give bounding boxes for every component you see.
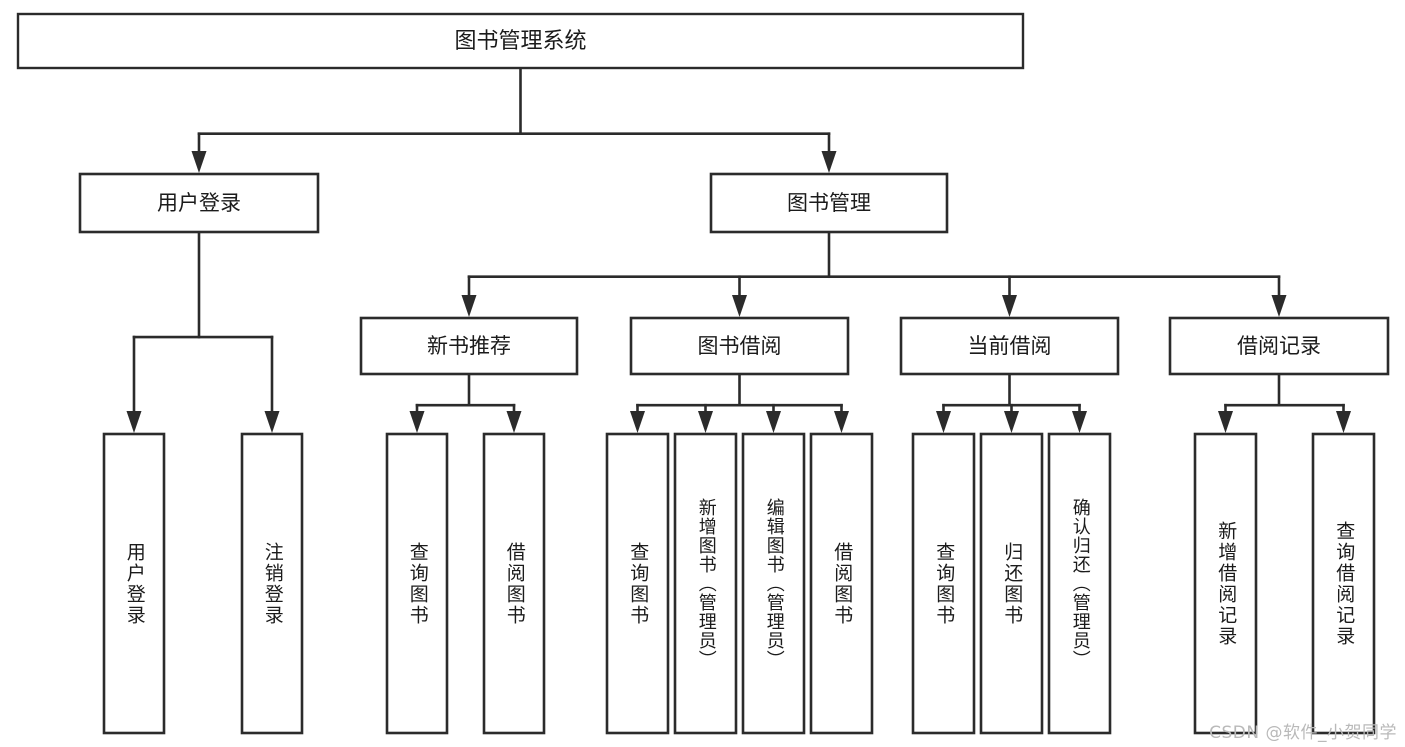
node-box-leaf-query-book-2[interactable] — [605, 432, 670, 735]
node-label-current-borrow: 当前借阅 — [968, 334, 1052, 358]
arrowhead — [834, 411, 849, 433]
node-book-borrow: 图书借阅 — [629, 316, 850, 376]
arrowhead — [821, 151, 837, 173]
node-leaf-user-login — [102, 432, 166, 735]
node-box-root[interactable] — [16, 12, 1025, 70]
node-leaf-query-book-3 — [911, 432, 976, 735]
node-leaf-add-record — [1193, 432, 1258, 735]
node-box-leaf-edit-book[interactable] — [741, 432, 806, 735]
node-leaf-return-book — [979, 432, 1044, 735]
connector-group-root — [191, 66, 837, 173]
node-label-book-borrow: 图书借阅 — [698, 334, 782, 358]
node-current-borrow: 当前借阅 — [899, 316, 1120, 376]
node-user-login: 用户登录 — [78, 172, 320, 234]
node-borrow-record: 借阅记录 — [1168, 316, 1390, 376]
node-leaf-borrow-book-1 — [482, 432, 546, 735]
node-label-user-login: 用户登录 — [157, 191, 241, 215]
arrowhead — [1072, 411, 1087, 433]
node-box-leaf-query-book-3[interactable] — [911, 432, 976, 735]
arrowhead — [461, 295, 477, 317]
arrowhead — [630, 411, 645, 433]
node-leaf-query-book-1 — [385, 432, 449, 735]
arrowhead — [732, 295, 747, 317]
node-box-leaf-borrow-book-2[interactable] — [809, 432, 874, 735]
node-book-manage: 图书管理 — [709, 172, 949, 234]
node-box-leaf-return-book[interactable] — [979, 432, 1044, 735]
connector-group-book-manage — [461, 230, 1287, 317]
arrowhead — [1336, 411, 1351, 433]
node-leaf-add-book — [673, 432, 738, 735]
node-box-new-book-rec[interactable] — [359, 316, 579, 376]
node-leaf-query-record — [1311, 432, 1376, 735]
node-label-book-manage: 图书管理 — [787, 191, 871, 215]
node-box-book-borrow[interactable] — [629, 316, 850, 376]
node-box-leaf-user-login[interactable] — [102, 432, 166, 735]
node-label-root: 图书管理系统 — [454, 29, 586, 54]
connector-layer — [126, 66, 1351, 433]
watermark: CSDN @软件_小贺同学 — [1209, 723, 1397, 743]
connector-group-book-borrow — [630, 372, 849, 433]
node-leaf-edit-book — [741, 432, 806, 735]
arrowhead — [1271, 295, 1287, 317]
arrowhead — [409, 411, 425, 433]
node-leaf-query-book-2 — [605, 432, 670, 735]
node-box-borrow-record[interactable] — [1168, 316, 1390, 376]
node-box-leaf-confirm-return[interactable] — [1047, 432, 1112, 735]
node-box-leaf-logout[interactable] — [240, 432, 304, 735]
node-root: 图书管理系统 — [16, 12, 1025, 70]
connector-group-current-borrow — [936, 372, 1087, 433]
arrowhead — [698, 411, 713, 433]
node-box-leaf-query-record[interactable] — [1311, 432, 1376, 735]
node-box-leaf-add-book[interactable] — [673, 432, 738, 735]
arrowhead — [766, 411, 781, 433]
arrowhead — [264, 411, 280, 433]
arrowhead — [191, 151, 207, 173]
node-new-book-rec: 新书推荐 — [359, 316, 579, 376]
arrowhead — [126, 411, 142, 433]
node-box-current-borrow[interactable] — [899, 316, 1120, 376]
node-box-leaf-query-book-1[interactable] — [385, 432, 449, 735]
arrowhead — [1218, 411, 1233, 433]
arrowhead — [936, 411, 951, 433]
connector-group-new-book-rec — [409, 372, 522, 433]
arrowhead — [1004, 411, 1019, 433]
node-leaf-confirm-return — [1047, 432, 1112, 735]
node-label-borrow-record: 借阅记录 — [1237, 334, 1321, 358]
connector-group-user-login — [126, 230, 280, 433]
node-leaf-logout — [240, 432, 304, 735]
node-leaf-borrow-book-2 — [809, 432, 874, 735]
arrowhead — [1002, 295, 1017, 317]
node-box-book-manage[interactable] — [709, 172, 949, 234]
arrowhead — [506, 411, 522, 433]
node-label-new-book-rec: 新书推荐 — [427, 334, 511, 358]
connector-group-borrow-record — [1218, 372, 1351, 433]
node-box-user-login[interactable] — [78, 172, 320, 234]
node-box-leaf-borrow-book-1[interactable] — [482, 432, 546, 735]
node-box-leaf-add-record[interactable] — [1193, 432, 1258, 735]
